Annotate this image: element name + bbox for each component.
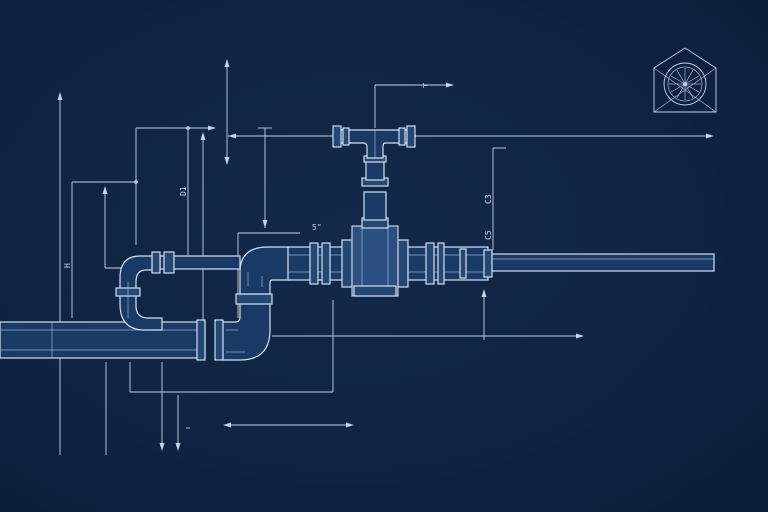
valve-body	[332, 125, 416, 297]
dim-label-top-tap: ⊢	[423, 81, 428, 90]
dimension-lines	[57, 59, 714, 455]
fan-spoke	[670, 83, 686, 93]
dim-label-right-vertical-1: C3	[484, 194, 493, 204]
fan-spoke	[670, 75, 686, 85]
dim-label-right-vertical-2: C5	[484, 230, 493, 240]
center-horizontal-pipe	[287, 239, 353, 288]
fan-spoke	[684, 83, 694, 99]
dim-label-elbow-top: 5"	[312, 223, 322, 232]
dimension-labels: ⊢ H D1 5" C3 C5	[63, 81, 493, 268]
elbow-riser	[222, 246, 291, 361]
dim-label-left-vertical: H	[63, 263, 72, 268]
fan-spoke	[676, 69, 686, 85]
fan-spoke	[676, 83, 686, 99]
main-horizontal-pipe	[0, 319, 224, 361]
dim-label-mid-vertical: D1	[179, 186, 188, 196]
left-gooseneck-pipe	[115, 251, 241, 331]
right-horizontal-pipe	[397, 239, 715, 288]
fan-spoke	[684, 69, 694, 85]
fan-spoke	[684, 83, 700, 93]
fan-in-hexagon-icon	[653, 47, 717, 113]
fan-spoke	[684, 75, 700, 85]
